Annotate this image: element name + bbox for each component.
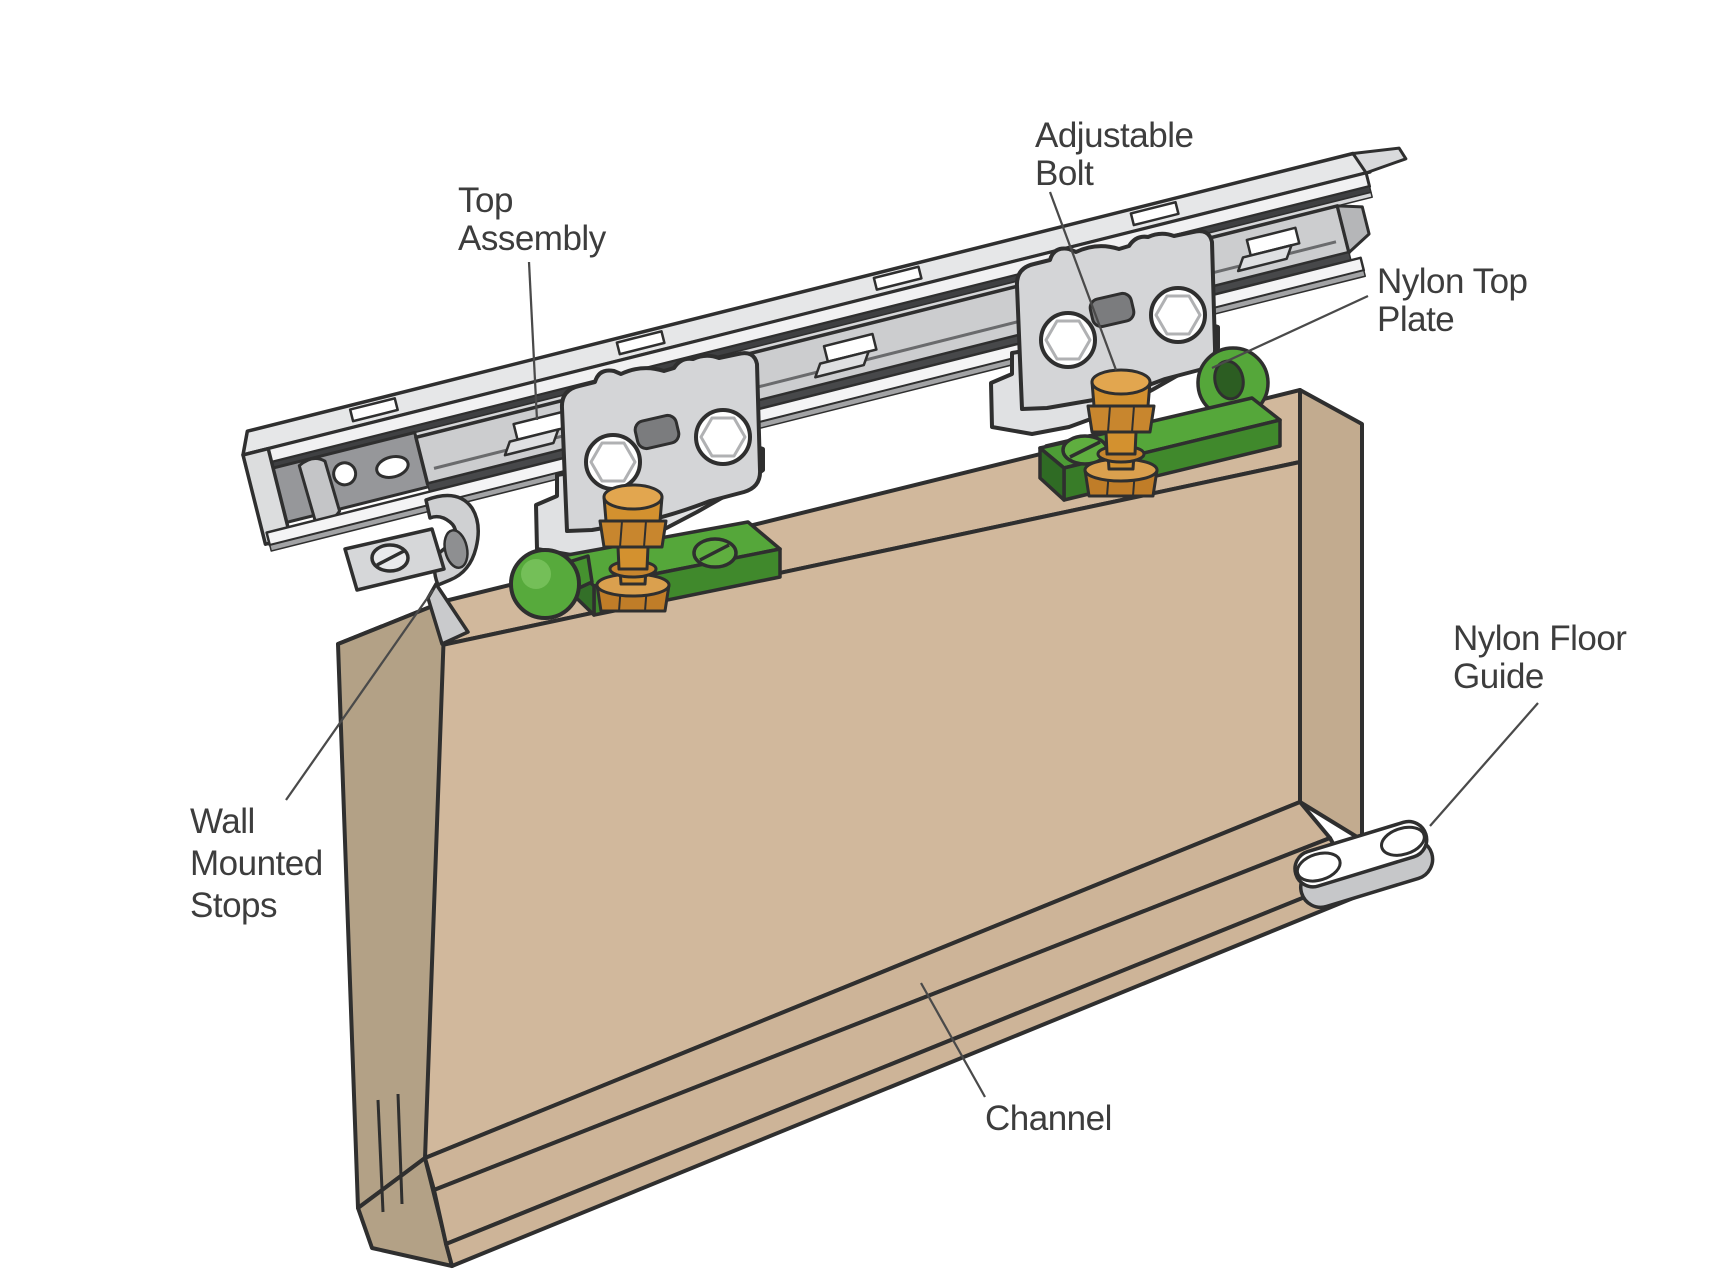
channel-notch-line (376, 1099, 385, 1213)
channel-groove (423, 800, 1360, 1268)
plate-screw-block-left (1038, 446, 1066, 502)
track-right-fascia-end (1335, 204, 1371, 254)
label-adjustable-bolt: Adjustable Bolt (1035, 116, 1203, 193)
screw-icon (370, 543, 410, 573)
adjustable-bolt-right (1083, 368, 1159, 498)
track-right-flange-tip (1351, 146, 1408, 175)
track-end-hole (332, 461, 358, 487)
label-nylon-top-plate: Nylon Top Plate (1377, 262, 1537, 339)
ball-highlight (521, 559, 551, 589)
track-mount-hole (375, 455, 410, 479)
door-panel (336, 388, 1364, 1268)
track-knockout-tab (814, 332, 878, 379)
label-top-assembly: Top Assembly (458, 181, 607, 258)
leader-adjustable-bolt (1048, 191, 1118, 371)
nylon-floor-guide (1293, 819, 1435, 910)
track-flange-slot (348, 397, 399, 423)
track-knockout-tab (1236, 226, 1301, 273)
leader-top-assembly (527, 261, 539, 421)
leader-nylon-floor-guide (1429, 702, 1539, 827)
leader-nylon-top-plate (1211, 294, 1369, 370)
track-flange-slot (872, 265, 923, 291)
channel-notch-line (396, 1093, 404, 1205)
label-channel: Channel (985, 1099, 1112, 1138)
adjustable-bolt-left (595, 483, 671, 613)
label-wall-mounted-stops: Wall Mounted Stops (190, 802, 332, 925)
leader-lines (285, 191, 1539, 1098)
guide-post (1380, 825, 1426, 857)
label-nylon-floor-guide: Nylon Floor Guide (1453, 619, 1636, 696)
track-flange-slot (615, 330, 666, 356)
leader-channel (920, 982, 986, 1098)
stop-curl-inner (443, 529, 469, 569)
door-right-edge (1298, 388, 1364, 842)
guide-post (1295, 851, 1342, 883)
screw-icon (692, 537, 738, 569)
leader-wall-mounted-stops (285, 589, 434, 801)
track-flange-slot (1129, 200, 1180, 227)
